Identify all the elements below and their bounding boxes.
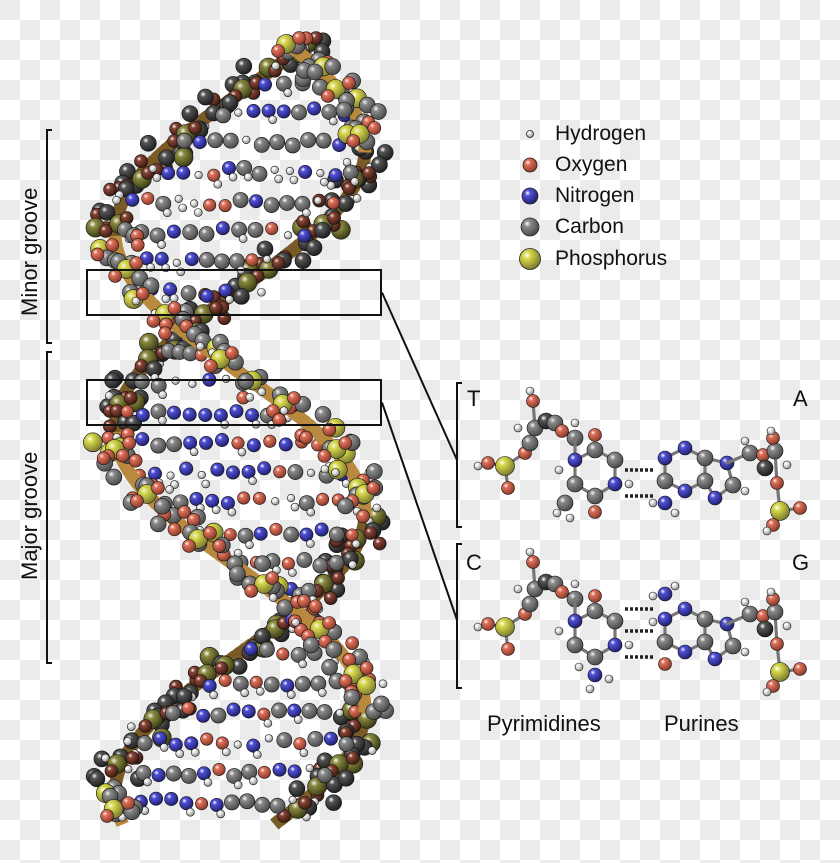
pyrimidines-caption: Pyrimidines [487,711,601,736]
carbon-sphere-icon [520,217,540,237]
minor-groove-label: Minor groove [17,187,42,316]
legend-item-oxygen: Oxygen [515,150,627,180]
legend-item-nitrogen: Nitrogen [515,181,634,211]
cytosine-guanine-panel [456,543,807,697]
base-pair-panels-layer [456,382,807,697]
phosphorus-sphere-icon [519,248,541,270]
base-label-thymine: T [467,386,481,411]
legend-label: Phosphorus [555,247,668,270]
connector-line [381,402,458,621]
purines-caption: Purines [664,711,739,736]
base-label-cytosine: C [466,550,482,575]
legend-label: Hydrogen [555,122,647,145]
box-ta [86,269,458,461]
legend-item-carbon: Carbon [515,212,624,242]
legend-item-hydrogen: Hydrogen [515,119,646,149]
helix-back [85,31,394,830]
legend-label: Nitrogen [555,184,635,207]
major-groove-label: Major groove [17,451,42,580]
thymine-adenine-panel [456,382,807,536]
oxygen-sphere-icon [522,157,538,173]
box-cg [86,379,458,621]
base-label-guanine: G [792,550,810,575]
base-label-adenine: A [793,386,808,411]
legend-label: Carbon [555,215,624,238]
minor-groove-bracket [46,129,52,344]
cytosine-guanine-bracket [456,543,462,689]
hydrogen-sphere-icon [526,130,534,138]
legend-item-phosphorus: Phosphorus [515,244,667,274]
nitrogen-sphere-icon [521,187,539,205]
major-groove-bracket [46,351,52,664]
connector-line [381,292,458,461]
annotation-overlay-layer [46,129,458,664]
helix-molecule-layer [83,31,394,830]
thymine-adenine-bracket [456,382,462,528]
legend-label: Oxygen [555,153,628,176]
